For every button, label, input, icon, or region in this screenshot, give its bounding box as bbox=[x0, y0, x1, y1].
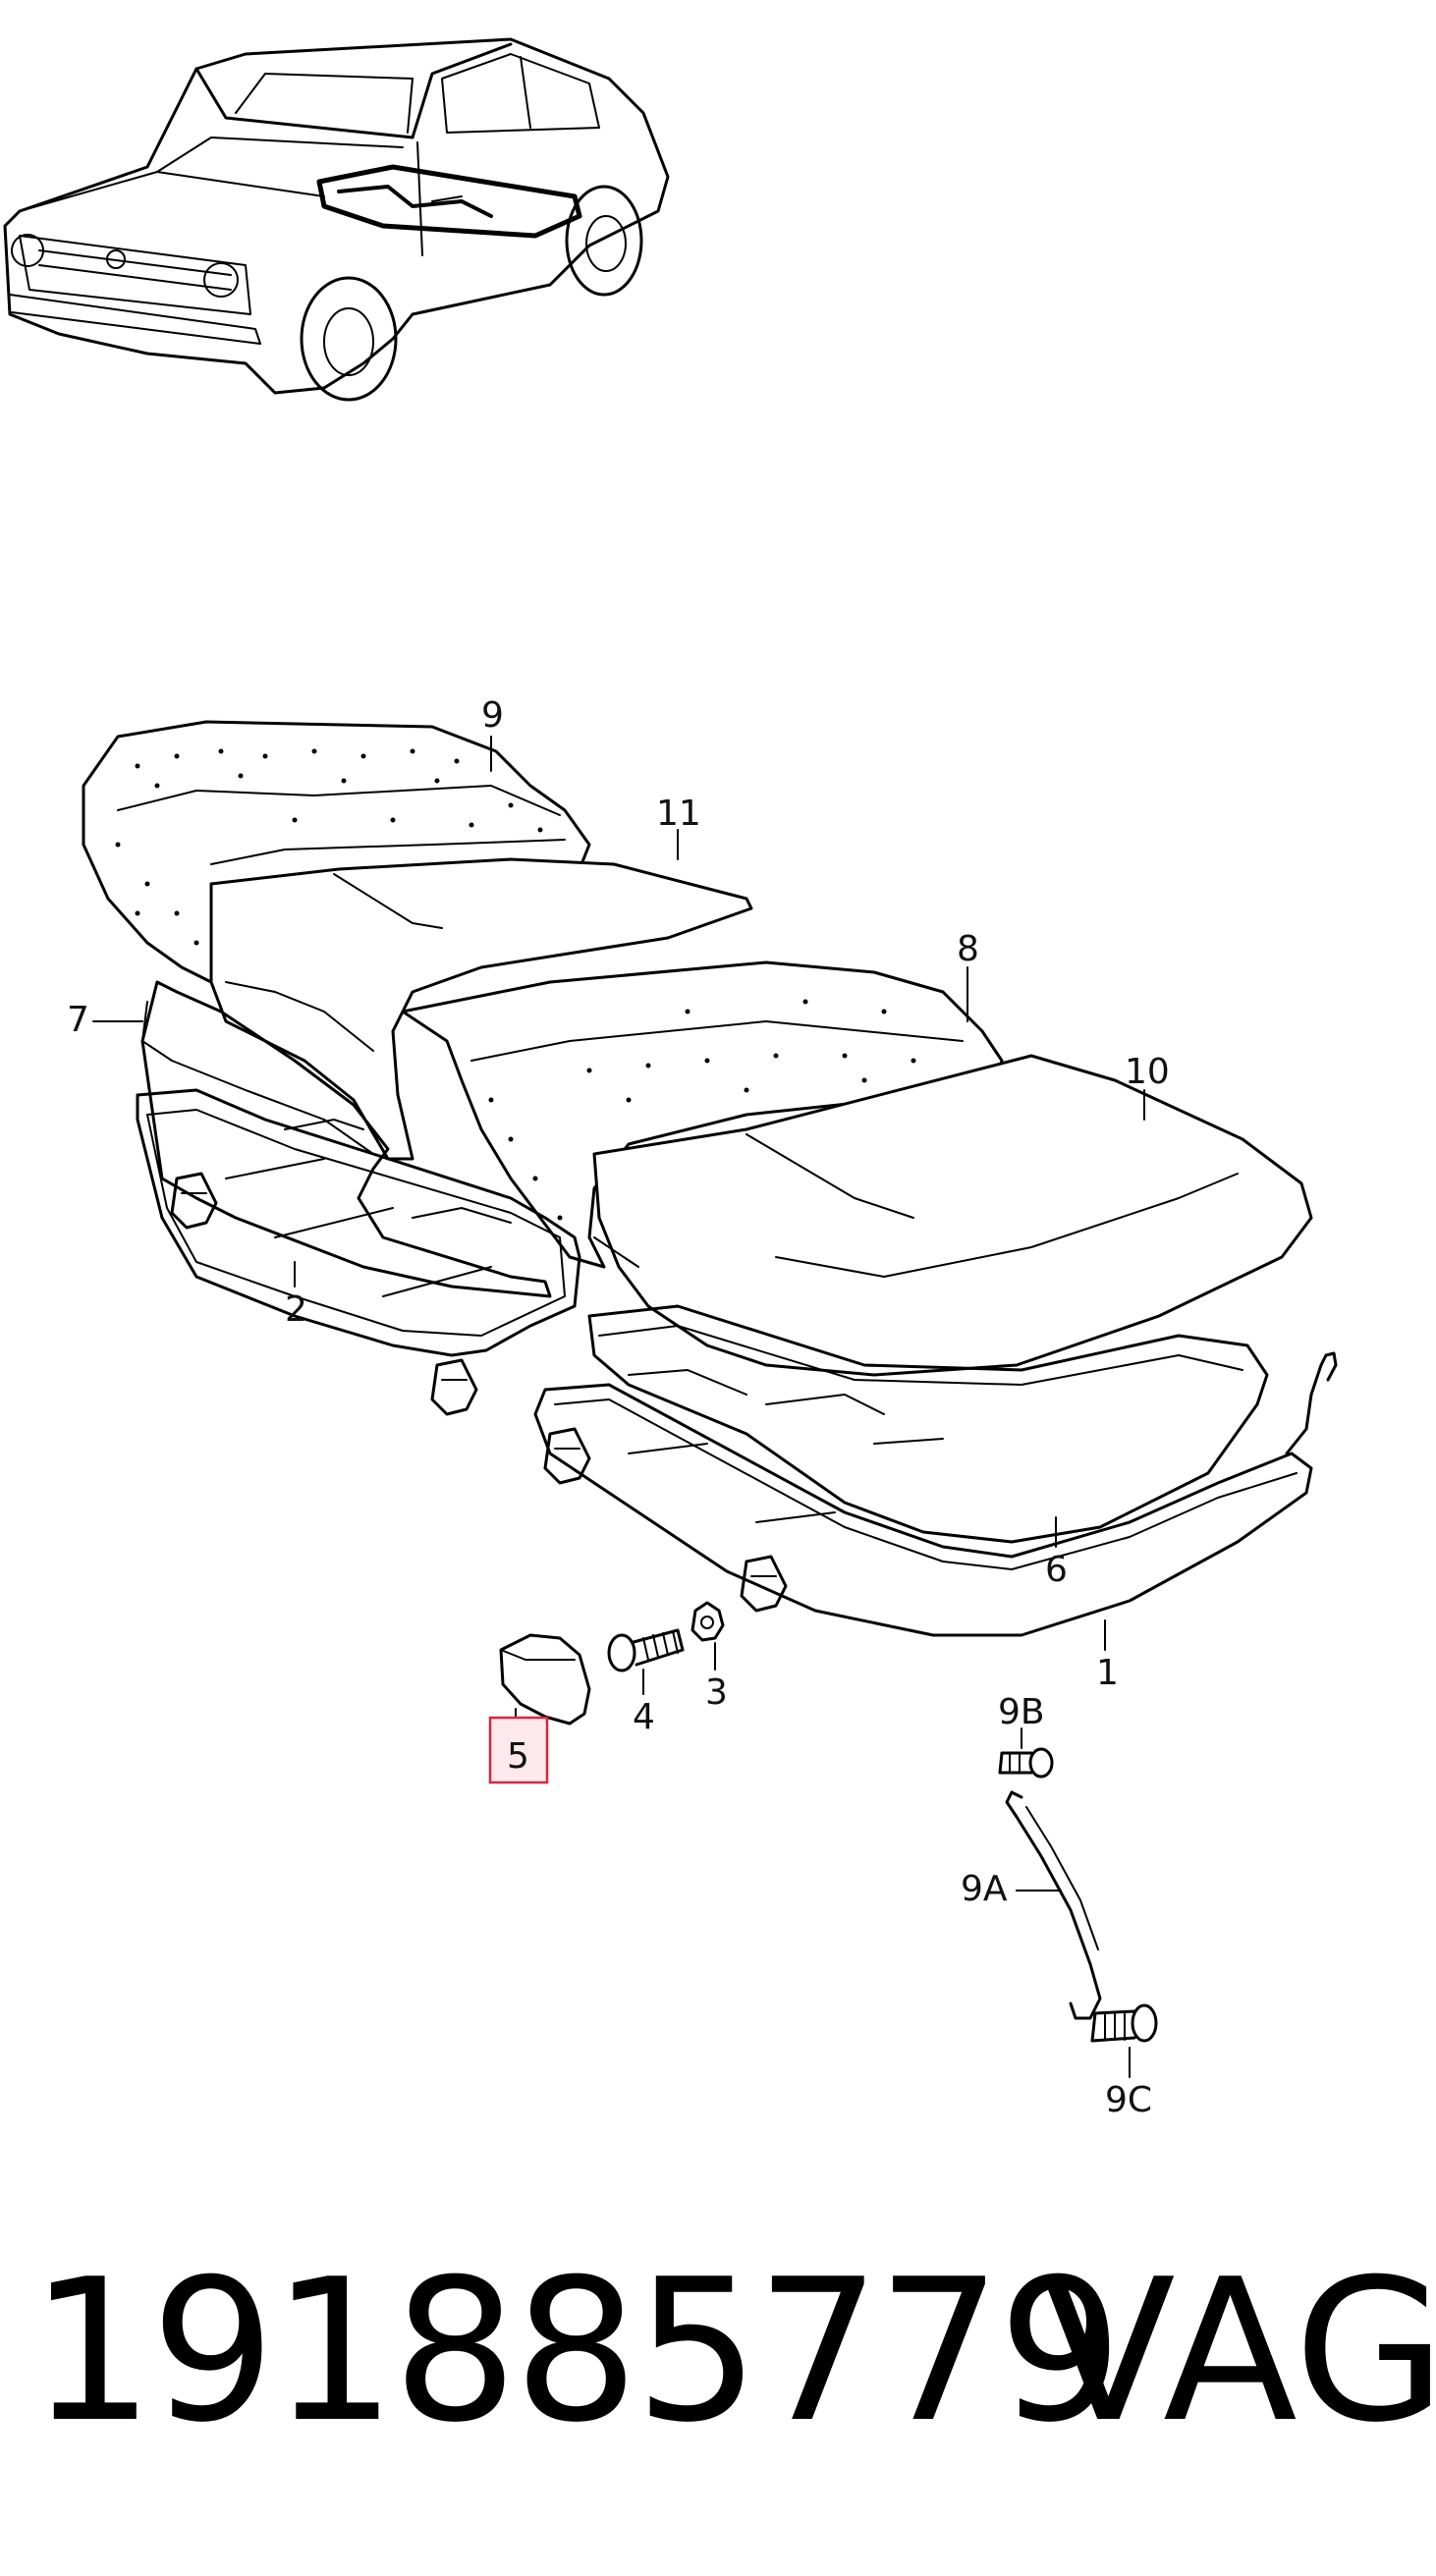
callout-9a: 9A bbox=[961, 1869, 1008, 1909]
seat-base-frame bbox=[533, 1351, 1338, 1637]
seat-back-frame bbox=[136, 1088, 581, 1416]
cover-dots bbox=[488, 999, 916, 1221]
part-9c-screw bbox=[1090, 2003, 1158, 2043]
callout-9b: 9B bbox=[998, 1692, 1045, 1732]
callout-5: 5 bbox=[507, 1736, 529, 1777]
callout-4: 4 bbox=[633, 1697, 655, 1737]
seat-cushion-cover bbox=[401, 960, 1004, 1269]
brand-name: VAG bbox=[1041, 2237, 1436, 2466]
callout-1: 1 bbox=[1096, 1653, 1119, 1693]
part-number: 191885779 bbox=[29, 2237, 1123, 2466]
part-9a-hook-rod bbox=[1005, 1790, 1102, 2020]
callout-6: 6 bbox=[1045, 1550, 1068, 1590]
callout-labels: 9 11 8 10 7 2 6 1 3 4 5 9B 9A 9C bbox=[67, 695, 1170, 2120]
callout-7: 7 bbox=[67, 1000, 89, 1040]
highlight-box-part-5 bbox=[488, 1716, 549, 1784]
callout-9: 9 bbox=[481, 695, 504, 736]
callout-8: 8 bbox=[957, 929, 979, 969]
callout-11: 11 bbox=[656, 794, 701, 834]
seat-cushion-foam bbox=[592, 1054, 1313, 1377]
seat-back-base-panel bbox=[140, 980, 552, 1298]
fabric-texture bbox=[115, 748, 543, 946]
callout-9c: 9C bbox=[1105, 2080, 1152, 2120]
car-illustration bbox=[3, 37, 670, 402]
part-3-washer bbox=[690, 1601, 725, 1642]
footer: 191885779 VAG bbox=[0, 2229, 1436, 2485]
part-5-cap bbox=[499, 1633, 591, 1726]
seat-base-panel bbox=[587, 1304, 1269, 1544]
callout-2: 2 bbox=[285, 1289, 307, 1330]
part-4-bolt bbox=[607, 1628, 685, 1672]
part-9b-screw bbox=[998, 1747, 1054, 1779]
callout-10: 10 bbox=[1125, 1052, 1170, 1092]
callout-3: 3 bbox=[705, 1672, 728, 1713]
